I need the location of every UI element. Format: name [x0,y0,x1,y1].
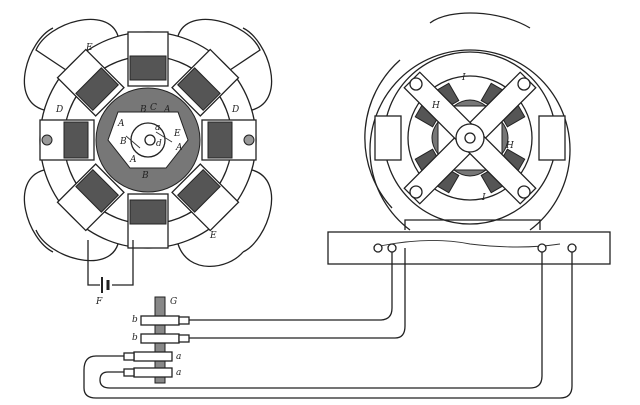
armature-segments [431,99,509,177]
terminal [373,243,383,253]
label-b: b [132,315,138,325]
label-A: A [175,143,183,153]
label-B: B [139,105,147,115]
label-D: D [55,105,63,115]
bolts [409,77,531,199]
label-a: a [176,352,181,362]
label-A: A [129,155,137,165]
label-a: a [176,368,181,378]
bolt-right [243,134,255,146]
label-H: H [505,141,514,151]
label-I: I [481,193,486,203]
label-E: E [85,43,93,53]
label-a: a [155,123,160,133]
outer-pole-lobes [23,18,273,268]
left-motor: E D D E B C A A B A A E B a d [23,18,273,268]
label-F: F [95,297,103,307]
bolt-left [41,134,53,146]
label-D: D [231,105,239,115]
battery-circuit: F [87,240,134,307]
label-b: b [132,333,138,343]
label-E: E [173,129,181,139]
label-A: A [163,105,171,115]
label-B: B [119,137,127,147]
shaft [464,132,476,144]
pole-piece-right [538,115,566,161]
label-I: I [461,73,466,83]
commutator: G b b a a [123,296,190,384]
pole-piece-left [374,115,402,161]
pole-ring [407,75,533,201]
terminal [567,243,577,253]
label-d: d [156,139,162,149]
label-H: H [431,101,440,111]
connecting-wires [83,248,573,399]
terminal [537,243,547,253]
label-C: C [150,103,157,113]
field-poles [39,31,257,249]
frame-outline [369,49,571,231]
label-E: E [209,231,217,241]
terminal [387,243,397,253]
label-A: A [117,119,125,129]
shaft [144,134,156,146]
label-B: B [141,171,149,181]
right-motor: H H I I [364,12,571,231]
label-G: G [170,297,177,307]
base [327,219,611,265]
